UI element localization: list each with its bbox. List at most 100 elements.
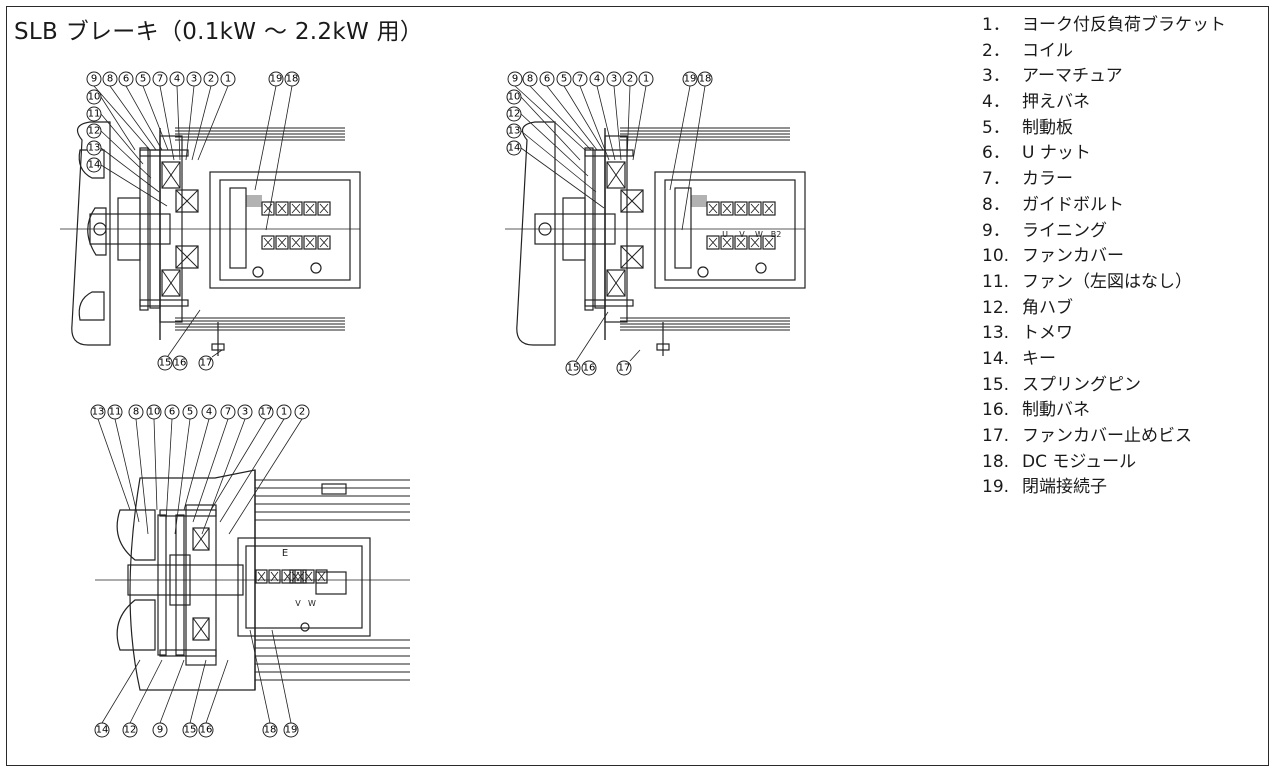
callout-circle (220, 71, 236, 87)
callout-number: 5 (182, 404, 198, 420)
callout-circle (86, 89, 102, 105)
drawing-line (183, 418, 210, 511)
terminal-block-row (720, 201, 734, 216)
callout-circle (294, 404, 310, 420)
callout-number: 13 (90, 404, 106, 420)
callout-number: 13 (86, 140, 102, 156)
callout-number: 8 (102, 71, 118, 87)
callout-circle (539, 71, 555, 87)
terminal-box-inner (664, 179, 796, 281)
legend-item: 19.閉端接続子 (982, 475, 1226, 501)
yoke (185, 504, 217, 666)
callout-circle (506, 123, 522, 139)
legend-item-number: 12. (982, 297, 1010, 318)
callout-number: 11 (107, 404, 123, 420)
legend-item-name: 閉端接続子 (1022, 477, 1107, 498)
drawing-line (249, 629, 271, 724)
fan-blade (78, 291, 105, 321)
bearing-box (620, 245, 644, 269)
drawing-line (125, 85, 163, 151)
drawing-line (114, 418, 140, 523)
callout-label: 2 (627, 74, 633, 85)
callout-number: 7 (572, 71, 588, 87)
callout-label: 9 (91, 74, 97, 85)
callout-number: 1 (638, 71, 654, 87)
legend-item-number: 16. (982, 400, 1010, 421)
legend-item-number: 11. (982, 271, 1010, 292)
drawing-line (669, 85, 691, 191)
legend-item-number: 10. (982, 246, 1010, 267)
callout-circle (182, 722, 198, 738)
callout-number: 14 (94, 722, 110, 738)
callout-circle (616, 360, 632, 376)
dc-module (229, 187, 247, 269)
callout-label: 13 (92, 407, 105, 418)
legend-item-number: 15. (982, 374, 1010, 395)
callout-number: 16 (172, 355, 188, 371)
callout-label: 2 (208, 74, 214, 85)
callout-number: 9 (86, 71, 102, 87)
drawing-line (265, 85, 293, 231)
drawing-line (575, 311, 609, 362)
callout-label: 3 (191, 74, 197, 85)
callout-circle (522, 71, 538, 87)
callout-label: 18 (286, 74, 299, 85)
legend-item-number: 17. (982, 426, 1010, 446)
drawing-line (129, 659, 163, 724)
drawing-line (257, 571, 266, 582)
coil-box (161, 269, 181, 297)
callout-circle (201, 404, 217, 420)
terminal-block-row (706, 201, 720, 216)
legend-item-number: 8． (982, 194, 1010, 215)
callout-label: 7 (577, 74, 583, 85)
callout-number: 6 (164, 404, 180, 420)
terminal-block-row (302, 569, 315, 584)
callout-label: 18 (264, 725, 277, 736)
drawing-line (228, 418, 303, 535)
callout-circle (86, 123, 102, 139)
figure-title: SLB ブレーキ（0.1kW ～ 2.2kW 用） (14, 19, 424, 45)
callout-label: 5 (140, 74, 146, 85)
drawing-line (596, 85, 616, 161)
callout-circle (581, 360, 597, 376)
callout-number: 17 (198, 355, 214, 371)
terminal-block-row (268, 569, 281, 584)
callout-number: 7 (152, 71, 168, 87)
legend-item: 2．コイル (982, 39, 1226, 65)
callout-label: 11 (109, 407, 122, 418)
legend-item-name: カラー (1022, 169, 1073, 190)
callout-number: 9 (152, 722, 168, 738)
legend-item-number: 4． (982, 92, 1010, 113)
fan-blade (116, 599, 156, 651)
drawing-line (319, 203, 329, 214)
terminal-block-row (734, 235, 748, 250)
callout-circle (157, 355, 173, 371)
guide-bolt (584, 149, 634, 157)
callout-number: 9 (507, 71, 523, 87)
callout-label: 18 (699, 74, 712, 85)
callout-circle (203, 71, 219, 87)
fan-blade (78, 149, 105, 179)
drawing-line (514, 85, 586, 151)
callout-circle (220, 404, 236, 420)
legend-item: 9．ライニング (982, 219, 1226, 245)
drawing-line (520, 130, 597, 193)
callout-circle (182, 404, 198, 420)
legend-item: 8．ガイドボルト (982, 193, 1226, 219)
terminal-block-row (281, 569, 294, 584)
drawing-line (159, 659, 185, 724)
drawing-line (750, 203, 760, 214)
callout-circle (152, 722, 168, 738)
legend-item-name: ファン（左図はなし） (1022, 271, 1192, 292)
terminal-block-row (748, 201, 762, 216)
callout-number: 15 (157, 355, 173, 371)
callout-label: 19 (270, 74, 283, 85)
legend-item: 5．制動板 (982, 116, 1226, 142)
legend-item-name: ライニング (1022, 220, 1107, 241)
drawing-line (606, 161, 626, 189)
terminal-block-row (261, 235, 275, 250)
drawing-line (161, 269, 181, 297)
terminal-block-row (303, 235, 317, 250)
drawing-line (606, 269, 626, 297)
